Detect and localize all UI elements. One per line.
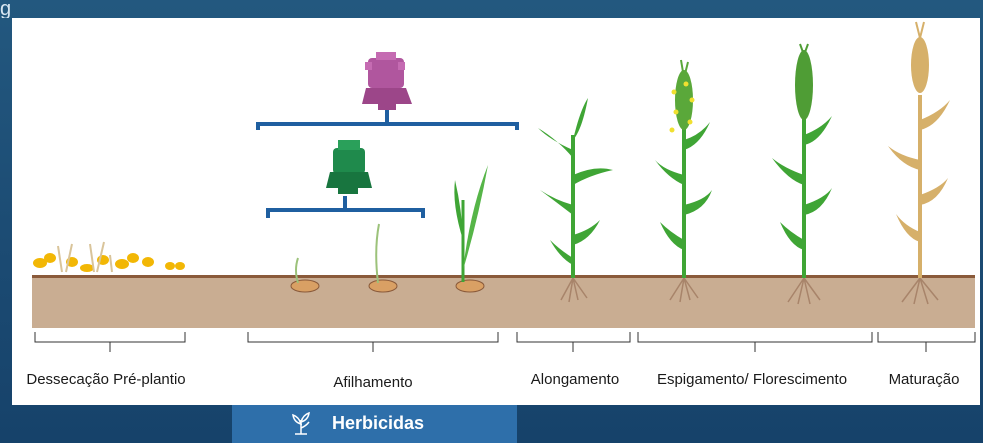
stage-label-dessecacao: Dessecação Pré-plantio — [26, 371, 186, 388]
seedling-stage-2 — [368, 223, 398, 293]
stage-label-afilhamento: Afilhamento — [333, 374, 413, 391]
upper-bracket — [256, 110, 519, 130]
stage-label-espigamento: Espigamento/ Florescimento — [656, 371, 848, 388]
herbicidas-label: Herbicidas — [332, 413, 425, 433]
plant-alongamento — [538, 98, 613, 278]
diagram-panel — [12, 18, 980, 405]
dried-weeds — [33, 241, 185, 273]
green-nozzle-icon — [326, 140, 372, 194]
seedling-stage-1 — [290, 257, 320, 293]
page-title-fragment: g — [0, 0, 12, 18]
plant-maturacao — [888, 21, 950, 278]
weed-plant-icon — [290, 410, 312, 441]
soil — [32, 276, 975, 328]
stage-label-maturacao: Maturação — [888, 371, 960, 388]
stage-label-alongamento: Alongamento — [530, 371, 620, 388]
lower-bracket — [266, 196, 425, 218]
roots — [560, 277, 939, 305]
stage-brackets — [34, 332, 976, 352]
flowers — [669, 81, 695, 133]
plant-espigamento — [655, 59, 712, 278]
seedling-stage-3 — [454, 165, 488, 293]
soil-surface-line — [32, 275, 975, 278]
pink-nozzle-icon — [362, 52, 412, 110]
herbicidas-legend: Herbicidas — [232, 405, 517, 443]
plant-florescimento — [772, 43, 832, 278]
